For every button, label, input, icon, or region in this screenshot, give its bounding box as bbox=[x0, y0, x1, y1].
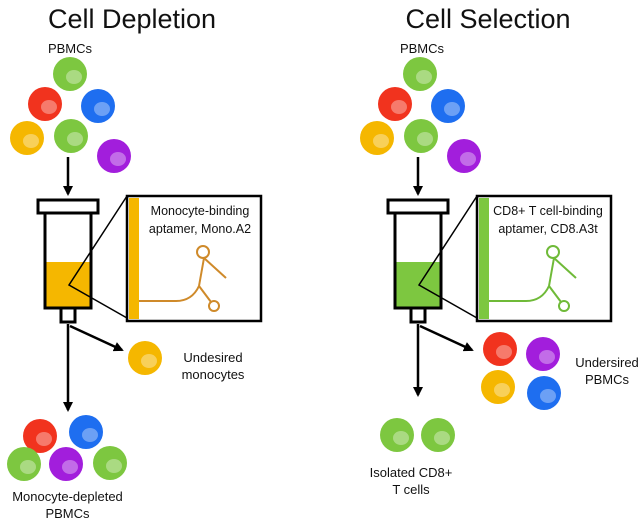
pbmc-cell-green bbox=[53, 57, 87, 91]
depleted-pbmc-green bbox=[7, 447, 41, 481]
column-tip bbox=[59, 306, 77, 324]
depleted-pbmc-red bbox=[23, 419, 57, 453]
pbmc-cell-purple bbox=[97, 139, 131, 173]
depletion-column bbox=[36, 198, 100, 324]
selection-input-label: PBMCs bbox=[399, 41, 445, 56]
pbmc-cell-blue bbox=[81, 89, 115, 123]
undesired-pbmc-purple bbox=[526, 337, 560, 371]
column-resin bbox=[396, 262, 440, 307]
undesired-pbmc-yellow bbox=[481, 370, 515, 404]
output-label-line1: Isolated CD8+ bbox=[369, 465, 453, 480]
pbmc-cell-purple bbox=[447, 139, 481, 173]
side-label-line1: Undesired bbox=[183, 350, 243, 365]
side-label-line1: Undersired bbox=[575, 355, 639, 370]
depleted-pbmc-green bbox=[93, 446, 127, 480]
pbmc-cell-green bbox=[403, 57, 437, 91]
selection-column bbox=[386, 198, 450, 324]
selection-title: Cell Selection bbox=[405, 4, 571, 34]
output-label-line1: Monocyte-depleted bbox=[12, 489, 123, 504]
depleted-pbmc-blue bbox=[69, 415, 103, 449]
selection-zoom-lines bbox=[417, 195, 478, 319]
column-cap bbox=[386, 198, 450, 215]
selection-side-label: Undersired PBMCs bbox=[572, 354, 640, 388]
pbmc-cell-red bbox=[28, 87, 62, 121]
output-label-line2: PBMCs bbox=[45, 506, 90, 521]
depletion-side-label: Undesired monocytes bbox=[168, 349, 258, 383]
pbmc-cell-yellow bbox=[360, 121, 394, 155]
isolated-cd8-cell bbox=[421, 418, 455, 452]
column-resin bbox=[46, 262, 90, 307]
zoom-resin-strip bbox=[479, 198, 489, 319]
depletion-input-label: PBMCs bbox=[47, 41, 93, 56]
aptamer-mono-a2 bbox=[139, 245, 227, 312]
column-tip bbox=[409, 306, 427, 324]
selection-output-label: Isolated CD8+ T cells bbox=[356, 464, 466, 498]
pbmc-cell-green bbox=[54, 119, 88, 153]
depletion-zoom-lines bbox=[67, 195, 128, 319]
depletion-side-arrow bbox=[69, 324, 124, 352]
zoom-resin-strip bbox=[129, 198, 139, 319]
selection-zoom-text: CD8+ T cell-binding aptamer, CD8.A3t bbox=[484, 202, 612, 238]
isolated-cd8-cell bbox=[380, 418, 414, 452]
zoom-text-line1: CD8+ T cell-binding bbox=[493, 204, 603, 218]
side-label-line2: PBMCs bbox=[584, 372, 630, 387]
pbmc-cell-green bbox=[404, 119, 438, 153]
side-label-line2: monocytes bbox=[181, 367, 245, 382]
pbmc-cell-red bbox=[378, 87, 412, 121]
undesired-pbmc-blue bbox=[527, 376, 561, 410]
zoom-text-line1: Monocyte-binding bbox=[150, 204, 250, 218]
depleted-pbmc-purple bbox=[49, 447, 83, 481]
undesired-monocyte-cell bbox=[128, 341, 162, 375]
pbmc-cell-blue bbox=[431, 89, 465, 123]
zoom-text-line2: aptamer, Mono.A2 bbox=[148, 222, 252, 236]
depletion-zoom-text: Monocyte-binding aptamer, Mono.A2 bbox=[140, 202, 260, 238]
undesired-pbmc-red bbox=[483, 332, 517, 366]
column-cap bbox=[36, 198, 100, 215]
selection-side-arrow bbox=[419, 324, 474, 352]
output-label-line2: T cells bbox=[392, 482, 430, 497]
pbmc-cell-yellow bbox=[10, 121, 44, 155]
aptamer-cd8-a3t bbox=[489, 245, 577, 312]
depletion-title: Cell Depletion bbox=[47, 4, 217, 34]
zoom-text-line2: aptamer, CD8.A3t bbox=[498, 222, 598, 236]
depletion-output-label: Monocyte-depleted PBMCs bbox=[0, 488, 135, 522]
